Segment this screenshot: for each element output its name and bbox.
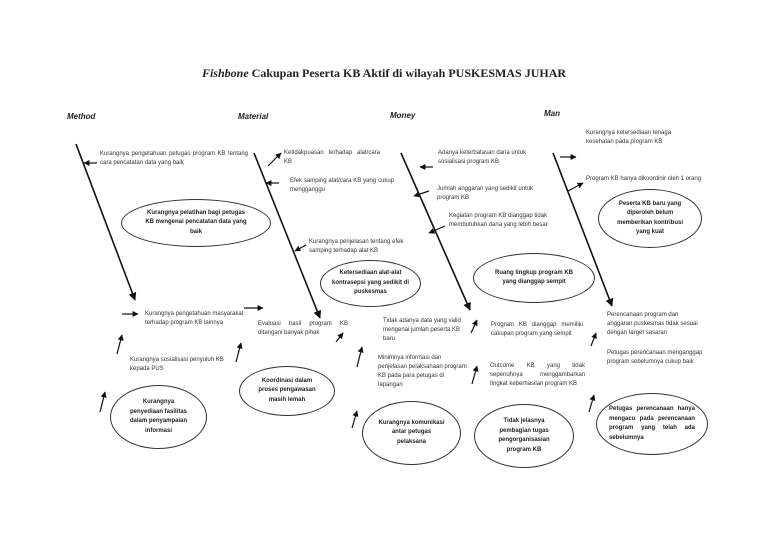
method-cause-2: Kurangnya pengetahuan masyarakat terhada… — [145, 311, 244, 326]
man-spine — [552, 152, 614, 307]
material-oval-2-text: Koordinasi dalam proses pengawasan masih… — [258, 377, 316, 403]
outcome-cause: Outcome KB yang tidak sepenuhnya menggam… — [490, 363, 585, 387]
money-cause-2: Jumlah anggaran yang sedikit untuk progr… — [437, 186, 534, 201]
scope-arrow-1 — [470, 319, 478, 334]
scope-oval-text: Ruang lingkup program KB yang dianggap s… — [495, 269, 573, 286]
material-cause-2: Efek samping alat/cara KB yang cukup men… — [290, 178, 394, 193]
scope-cause: Program KB dianggap memiliki cakupan pro… — [491, 322, 583, 337]
material-cause-1: Ketidakpuasan terhadap alat/cara KB — [284, 150, 380, 165]
money-arrow-3 — [428, 225, 446, 234]
man-arrow-3 — [590, 332, 597, 347]
material-oval-1: Ketersediaan alat-alat kontrasepsi yang … — [320, 260, 421, 307]
man-oval-1: Peserta KB baru yang diperoleh belum mem… — [598, 189, 702, 248]
scope-arrow-2 — [471, 365, 479, 385]
method-arrow-4 — [99, 391, 107, 413]
man-cause-4: Petugas perencanaan menganggap program s… — [607, 350, 703, 365]
title-italic: Fishbone — [201, 66, 249, 80]
money-arrow-5 — [351, 410, 359, 429]
material-arrow-6 — [335, 332, 344, 343]
money-cause-1: Adanya keterbatasan dana untuk sosialisa… — [438, 150, 527, 165]
method-oval-1-text: Kurangnya pelatihan bagi petugas KB meng… — [145, 209, 247, 235]
material-spine — [253, 152, 322, 319]
method-oval-2: Kurangnya penyediaan fasilitas dalam pen… — [110, 385, 207, 449]
material-cause-4: Evaluasi hasil program KB ditangani bany… — [258, 321, 348, 336]
category-method: Method — [67, 112, 96, 121]
scope-oval: Ruang lingkup program KB yang dianggap s… — [473, 253, 595, 303]
man-cause-1: Kurangnya ketersediaan tenaga kesehatan … — [586, 130, 672, 145]
tasks-oval: Tidak jelasnya pembagian tugas pengorgan… — [474, 404, 574, 468]
man-cause-3: Perencanaan program dan anggaran puskesm… — [607, 312, 698, 336]
man-oval-1-text: Peserta KB baru yang diperoleh belum mem… — [616, 200, 684, 236]
money-cause-3: Kegiatan program KB dianggap tidak membu… — [449, 213, 548, 228]
material-arrow-3 — [294, 244, 307, 252]
money-arrow-2 — [413, 190, 430, 198]
method-cause-3: Kurangnya sosialisasi penyuluh KB kepada… — [130, 357, 224, 372]
category-man: Man — [544, 109, 560, 118]
man-cause-2: Program KB hanya dikoordinir oleh 1 oran… — [586, 176, 702, 182]
title-rest: Cakupan Peserta KB Aktif di wilayah PUSK… — [248, 66, 567, 80]
material-oval-2: Koordinasi dalam proses pengawasan masih… — [239, 366, 335, 416]
man-oval-2-text: Petugas perencanaan hanya mengacu pada p… — [609, 406, 695, 441]
man-oval-2: Petugas perencanaan hanya mengacu pada p… — [596, 393, 708, 455]
man-arrow-2 — [567, 182, 584, 192]
material-oval-1-text: Ketersediaan alat-alat kontrasepsi yang … — [331, 270, 410, 296]
money-oval-1: Kurangnya komunikasi antar petugas pelak… — [362, 401, 461, 465]
tasks-oval-text: Tidak jelasnya pembagian tugas pengorgan… — [498, 418, 550, 453]
method-oval-1: Kurangnya pelatihan bagi petugas KB meng… — [121, 199, 271, 247]
diagram-title: Fishbone Cakupan Peserta KB Aktif di wil… — [0, 66, 768, 81]
money-arrow-4 — [356, 346, 364, 368]
money-spine — [400, 152, 471, 311]
method-cause-1: Kurangnya pengetahuan petugas program KB… — [100, 151, 248, 166]
material-arrow-1 — [267, 152, 282, 167]
method-arrow-3 — [116, 334, 124, 355]
material-cause-3: Kurangnya penjelasan tentang efek sampin… — [309, 239, 404, 254]
category-material: Material — [238, 112, 269, 121]
money-cause-5: Minimnya informasi dan penjelasan pelaks… — [378, 355, 467, 388]
money-cause-4: Tidak adanya data yang valid mengenai ju… — [383, 318, 461, 342]
category-money: Money — [390, 111, 416, 120]
method-spine — [75, 143, 137, 301]
money-oval-1-text: Kurangnya komunikasi antar petugas pelak… — [378, 419, 445, 445]
material-arrow-5 — [235, 342, 243, 363]
method-oval-2-text: Kurangnya penyediaan fasilitas dalam pen… — [129, 399, 188, 434]
man-arrow-4 — [588, 394, 596, 413]
